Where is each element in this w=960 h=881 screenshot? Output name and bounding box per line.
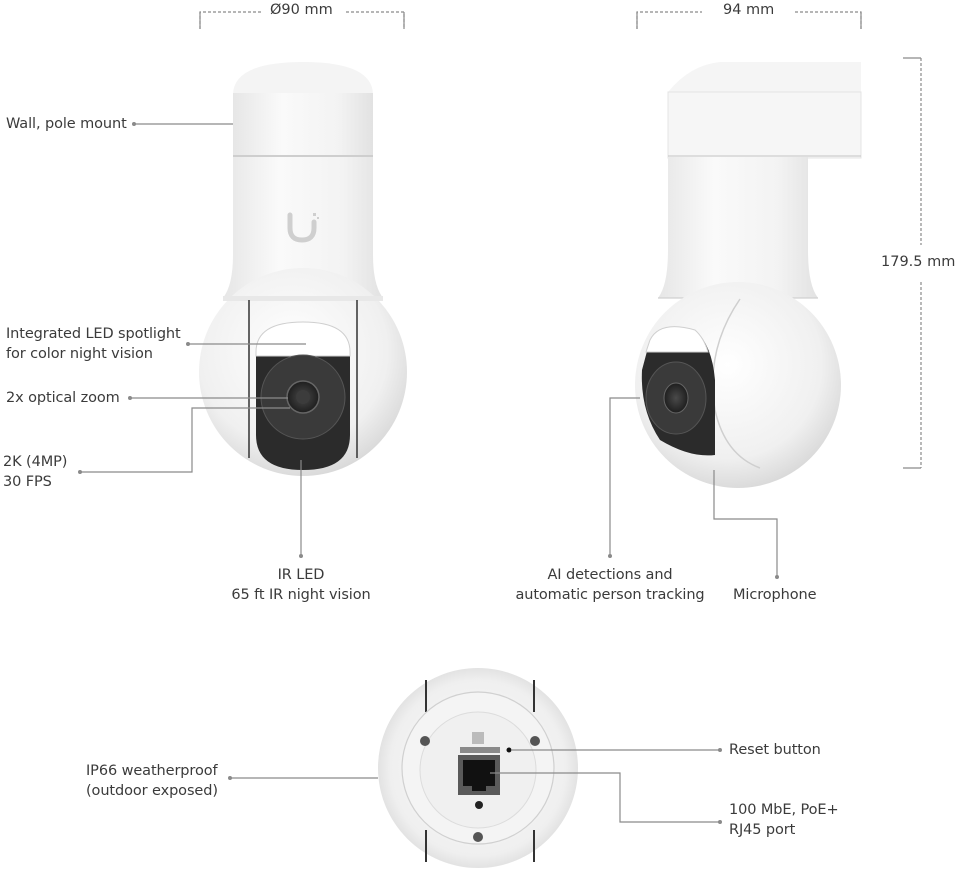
callout-weatherproof: IP66 weatherproof (outdoor exposed): [86, 761, 218, 801]
callout-weatherproof-line1: IP66 weatherproof: [86, 763, 218, 779]
callout-wall-pole-mount: Wall, pole mount: [6, 116, 127, 132]
dimension-side-width: 94 mm: [717, 2, 781, 18]
callout-resolution: 2K (4MP) 30 FPS: [3, 452, 67, 492]
callout-microphone: Microphone: [733, 587, 817, 603]
callout-ai-line2: automatic person tracking: [515, 587, 705, 603]
callout-resolution-line1: 2K (4MP): [3, 454, 68, 470]
callout-reset-button: Reset button: [729, 742, 821, 758]
side-view: [635, 62, 862, 488]
callout-ir-led-line2: 65 ft IR night vision: [231, 587, 371, 603]
front-view: [199, 62, 407, 476]
callout-led-spotlight-line2: for color night vision: [6, 346, 153, 362]
dimension-front-width: Ø90 mm: [264, 2, 339, 18]
callout-optical-zoom: 2x optical zoom: [6, 390, 120, 406]
dimension-height: 179.5 mm: [881, 254, 956, 270]
callout-ai-detections: AI detections and automatic person track…: [500, 565, 720, 605]
callout-resolution-line2: 30 FPS: [3, 474, 52, 490]
callout-ir-led: IR LED 65 ft IR night vision: [201, 565, 401, 605]
callout-rj45-line1: 100 MbE, PoE+: [729, 802, 839, 818]
ubiquiti-logo-icon: [287, 212, 319, 243]
reset-button-hole: [506, 747, 512, 753]
callout-rj45-line2: RJ45 port: [729, 822, 796, 838]
callout-ai-line1: AI detections and: [547, 567, 673, 583]
callout-led-spotlight: Integrated LED spotlight for color night…: [6, 324, 181, 364]
bottom-view: [378, 668, 578, 868]
callout-rj45-port: 100 MbE, PoE+ RJ45 port: [729, 800, 839, 840]
callout-ir-led-line1: IR LED: [277, 567, 325, 583]
callout-weatherproof-line2: (outdoor exposed): [86, 783, 218, 799]
callout-led-spotlight-line1: Integrated LED spotlight: [6, 326, 181, 342]
